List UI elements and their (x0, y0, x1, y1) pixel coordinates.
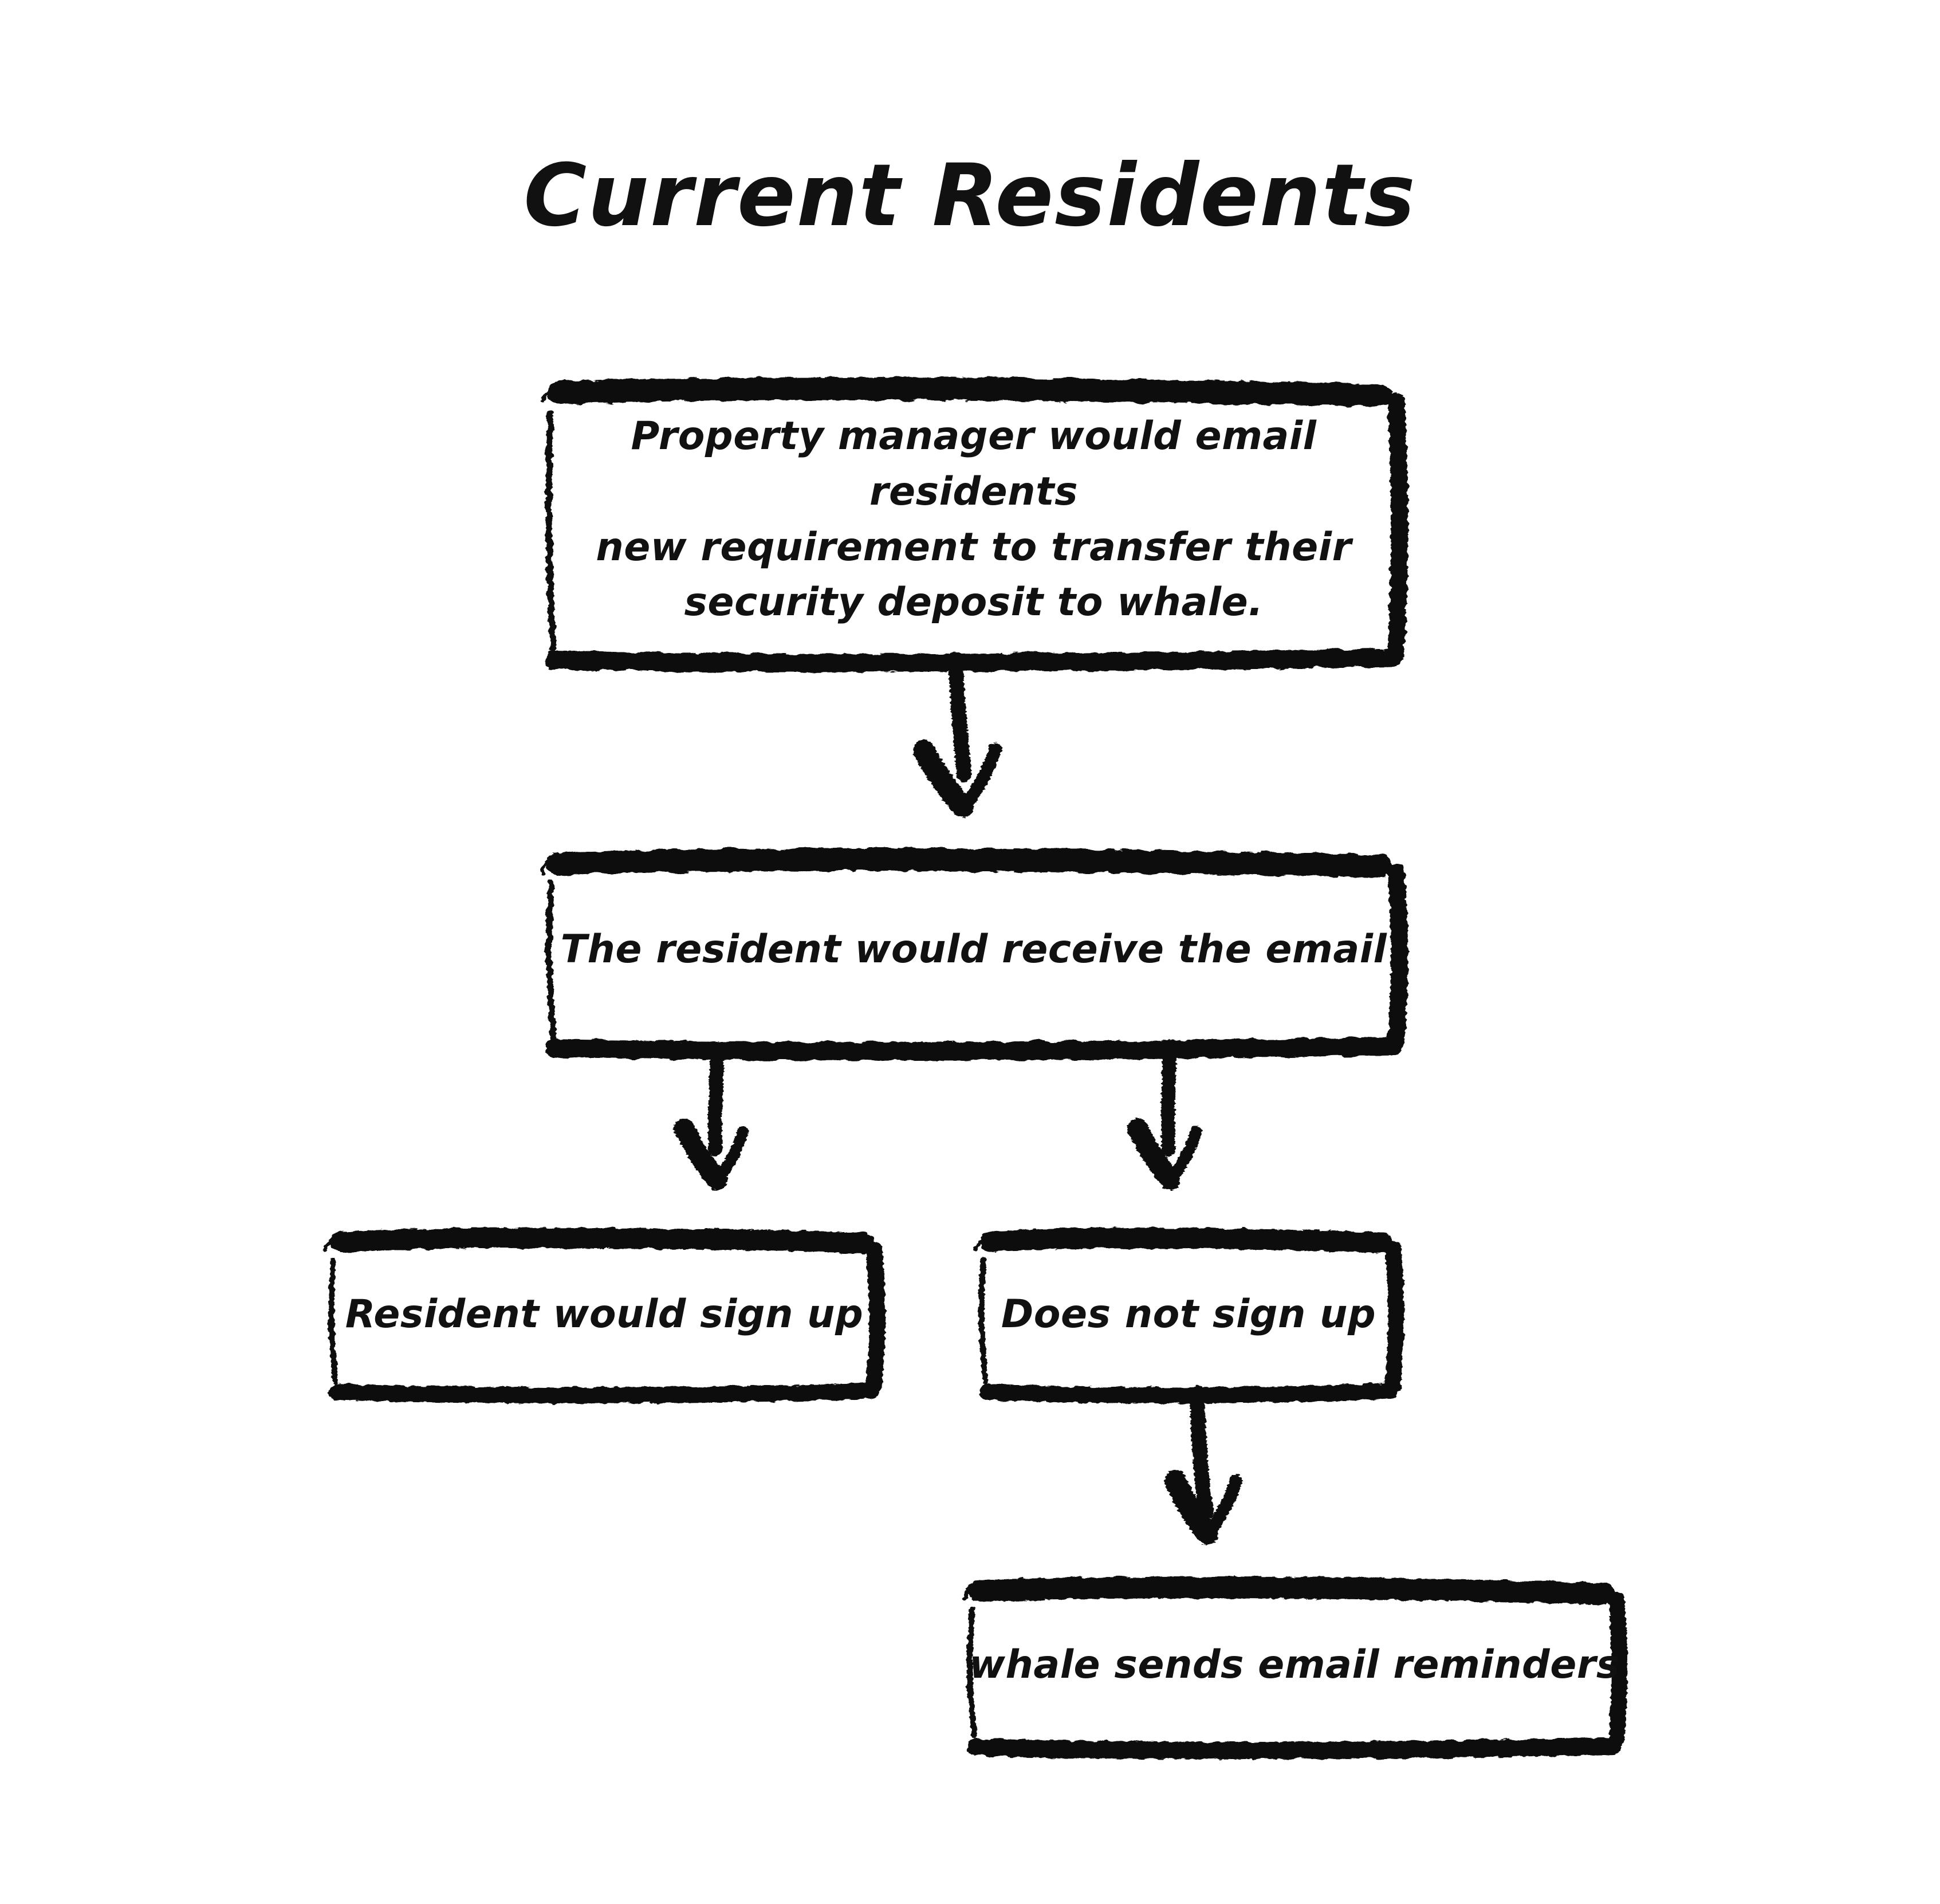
flow-node-label: Does not sign up (1001, 1291, 1376, 1337)
page-title: Current Residents (524, 146, 1416, 246)
flow-node-property-manager-email[interactable]: Property manager would email residents n… (547, 375, 1400, 664)
flow-node-resident-receives-email[interactable]: The resident would receive the email (547, 847, 1400, 1053)
arrow-node4-to-node5 (1164, 1386, 1242, 1545)
flow-node-whale-sends-reminders[interactable]: whale sends email reminders (968, 1575, 1621, 1756)
flow-node-resident-signs-up[interactable]: Resident would sign up (329, 1226, 879, 1403)
flow-node-does-not-sign-up[interactable]: Does not sign up (979, 1226, 1398, 1403)
flow-node-label: whale sends email reminders (969, 1642, 1620, 1688)
arrow-node2-to-node3 (674, 1043, 749, 1190)
flow-node-label: Resident would sign up (345, 1291, 864, 1337)
arrow-node2-to-node4 (1127, 1043, 1202, 1190)
flow-node-label: The resident would receive the email (560, 926, 1387, 972)
flow-node-label: Property manager would email residents n… (596, 414, 1352, 626)
arrow-node1-to-node2 (913, 651, 1002, 817)
